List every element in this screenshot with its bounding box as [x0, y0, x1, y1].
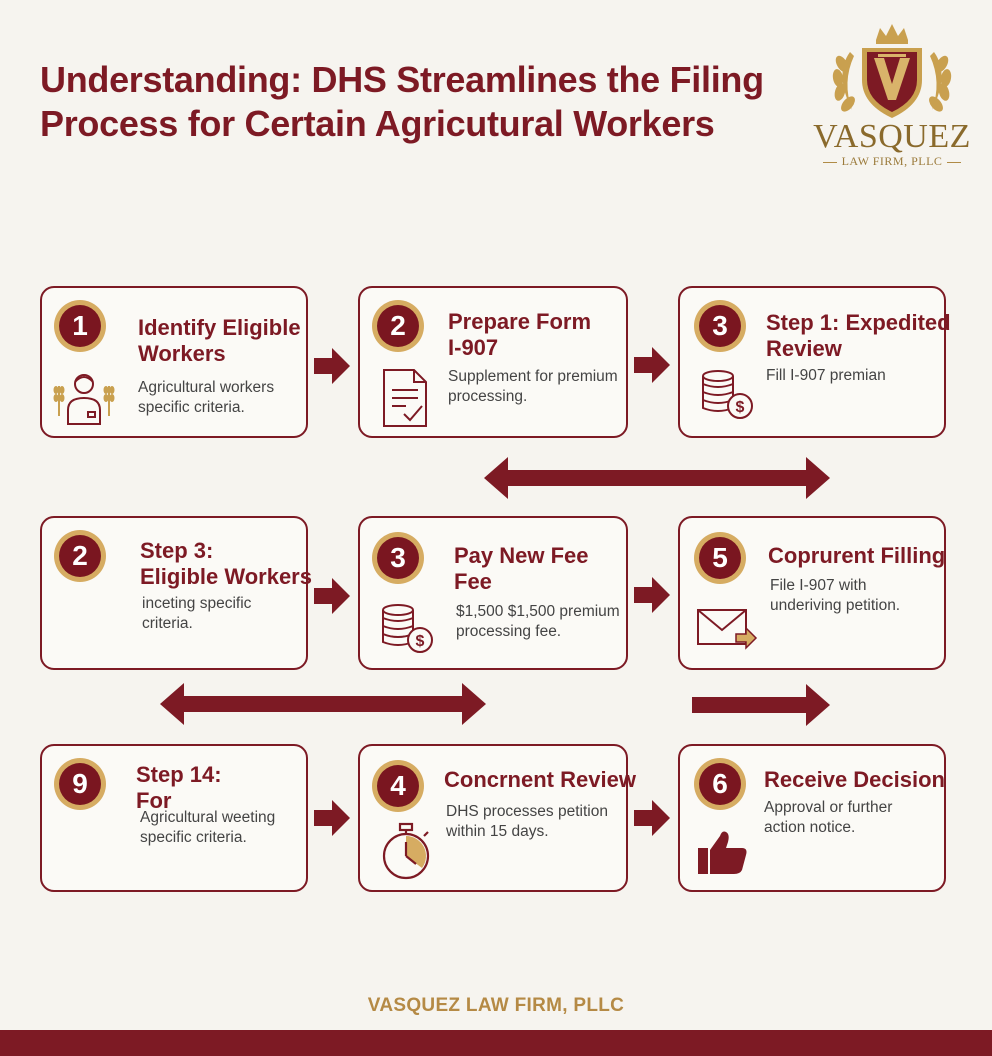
step-description-line: Approval or further — [764, 799, 893, 816]
double-arrow-icon — [160, 683, 486, 725]
step-description: Agricultural workers specific criteria. — [138, 378, 274, 418]
step-title-line: Fee — [454, 569, 492, 594]
step-description: Approval or further action notice. — [764, 798, 892, 838]
step-title-line: Eligible Workers — [140, 564, 312, 589]
arrow-right-icon — [634, 577, 670, 613]
step-number-badge: 2 — [54, 530, 106, 582]
step-description-line: Fill I-907 premian — [766, 367, 886, 384]
step-number-badge: 5 — [694, 532, 746, 584]
double-arrow-icon — [484, 457, 830, 499]
step-title-line: Prepare Form — [448, 309, 592, 334]
step-description-line: Agricultural weeting — [140, 809, 276, 826]
step-description-line: DHS processes petition — [446, 803, 608, 820]
coin-stack-dollar-icon: $ — [702, 370, 753, 419]
arrow-right-icon — [634, 800, 670, 836]
arrow-right-icon — [314, 800, 350, 836]
step-card-step-14: 9 Step 14:For Agricultural weeting specif… — [40, 744, 308, 892]
envelope-arrow-icon — [697, 609, 758, 650]
step-card-concurrent-review: 4 Concrnent Review DHS processes petitio… — [358, 744, 636, 892]
step-description: Agricultural weeting specific criteria. — [140, 808, 275, 848]
step-title-line: For — [136, 788, 172, 813]
step-number-badge: 2 — [372, 300, 424, 352]
step-title: Step 14:For — [136, 762, 222, 814]
step-title: Coprurent Filling — [768, 543, 945, 569]
logo-firm-subtitle: LAW FIRM, PLLC — [812, 154, 972, 169]
stopwatch-icon — [382, 822, 430, 880]
step-title-line: Pay New Fee — [454, 543, 589, 568]
step-title-line: Receive Decision — [764, 767, 945, 792]
document-checkmark-icon — [383, 369, 427, 427]
arrow-right-icon — [314, 348, 350, 384]
crowned-shield-v-emblem-icon — [832, 24, 952, 118]
step-number-badge: 9 — [54, 758, 106, 810]
footer-bar — [0, 1030, 992, 1056]
step-description-line: processing. — [448, 388, 528, 405]
step-description-line: $1,500 $1,500 premium — [456, 603, 620, 620]
step-description: DHS processes petition within 15 days. — [446, 802, 608, 842]
step-title: Concrnent Review — [444, 767, 636, 793]
svg-text:$: $ — [416, 633, 425, 650]
page-title-line-1: Understanding: DHS Streamlines the Filin… — [40, 59, 764, 100]
coin-stack-dollar-icon: $ — [382, 604, 433, 653]
step-card-receive-decision: 6 Receive Decision Approval or further ac… — [678, 744, 946, 892]
svg-text:$: $ — [736, 399, 745, 416]
page-title: Understanding: DHS Streamlines the Filin… — [40, 58, 800, 146]
step-title-line: Review — [766, 336, 842, 361]
step-description-line: specific criteria. — [140, 829, 247, 846]
step-title-line: Concrnent Review — [444, 767, 636, 792]
step-description-line: action notice. — [764, 819, 856, 836]
step-title-line: Coprurent Filling — [768, 543, 946, 568]
step-description-line: File I-907 with — [770, 577, 867, 594]
step-card-eligible-workers: 2 Step 3:Eligible Workers inceting speci… — [40, 516, 312, 670]
step-number-badge: 6 — [694, 758, 746, 810]
step-description-line: Supplement for premium — [448, 368, 618, 385]
step-description-line: underiving petition. — [770, 597, 901, 614]
logo-firm-name: VASQUEZ — [813, 118, 971, 155]
step-number-badge: 4 — [372, 760, 424, 812]
step-number-badge: 3 — [694, 300, 746, 352]
step-number-badge: 1 — [54, 300, 106, 352]
step-description-line: processing fee. — [456, 623, 562, 640]
arrow-right-icon — [314, 578, 350, 614]
footer-firm-name: VASQUEZ LAW FIRM, PLLC — [367, 995, 625, 1016]
step-description: $1,500 $1,500 premium processing fee. — [456, 602, 620, 642]
step-title: Step 3:Eligible Workers — [140, 538, 312, 590]
step-description: Supplement for premium processing. — [448, 367, 618, 407]
step-description-line: within 15 days. — [446, 823, 549, 840]
step-title-line: Step 14: — [136, 762, 222, 787]
thumbs-up-icon — [698, 831, 747, 874]
step-description: inceting specific criteria. — [142, 594, 251, 634]
arrow-right-icon — [634, 347, 670, 383]
step-description-line: specific criteria. — [138, 399, 245, 416]
step-title-line: Step 3: — [140, 538, 214, 563]
step-title-line: Step 1: Expedited — [766, 310, 951, 335]
step-title: Receive Decision — [764, 767, 945, 793]
step-description-line: inceting specific — [142, 595, 252, 612]
step-description-line: Agricultural workers — [138, 379, 275, 396]
arrow-right-long-icon — [692, 684, 830, 726]
step-title-line: I-907 — [448, 335, 499, 360]
step-description: Fill I-907 premian — [766, 366, 886, 386]
step-title-line: Workers — [138, 341, 226, 366]
step-number-badge: 3 — [372, 532, 424, 584]
step-description: File I-907 with underiving petition. — [770, 576, 900, 616]
step-card-concurrent-filing: 5 Coprurent Filling File I-907 with under… — [678, 516, 946, 670]
step-description-line: criteria. — [142, 615, 193, 632]
page-title-line-2: Process for Certain Agricutural Workers — [40, 103, 715, 144]
firm-logo: VASQUEZ LAW FIRM, PLLC — [812, 22, 972, 172]
step-title-line: Identify Eligible — [138, 315, 301, 340]
farmworker-wheat-icon — [53, 374, 115, 425]
